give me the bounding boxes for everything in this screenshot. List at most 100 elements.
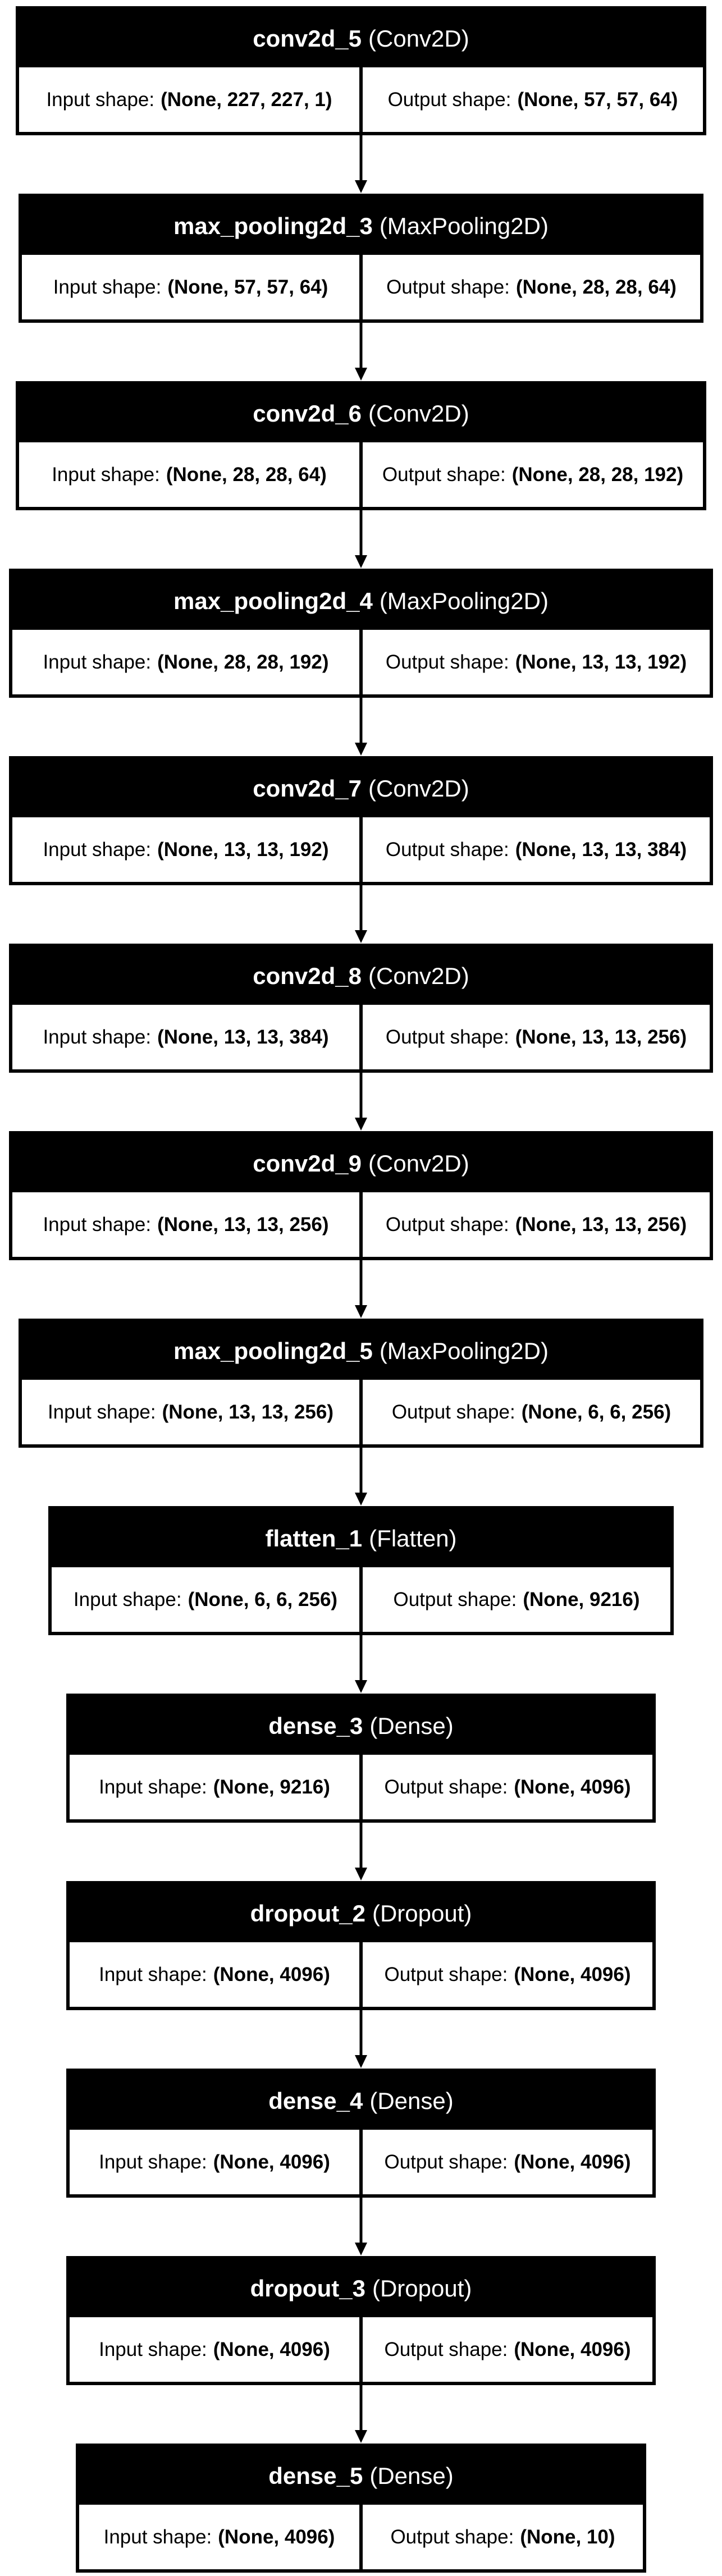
layer-type: (Dropout) (372, 1900, 472, 1927)
layer-shapes: Input shape:(None, 13, 13, 192)Output sh… (12, 817, 710, 882)
layer-shapes: Input shape:(None, 4096) Output shape: (No… (79, 2505, 643, 2569)
output-shape-label: Output shape: (384, 1776, 508, 1798)
layer-type: (Dense) (369, 2462, 454, 2489)
input-shape-cell: Input shape:(None, 28, 28, 64) (19, 442, 359, 507)
output-shape-cell: Output shape: (None, 57, 57, 64) (359, 67, 703, 132)
input-shape-label: Input shape: (47, 1401, 156, 1423)
input-shape-label: Input shape: (43, 651, 152, 673)
layer-name: conv2d_6 (253, 400, 362, 427)
layer-type: (Conv2D) (368, 775, 469, 802)
layer-node-conv2d_9: conv2d_9(Conv2D)Input shape:(None, 13, 1… (9, 1131, 713, 1260)
output-shape-value: (None, 4096) (514, 2151, 631, 2173)
input-shape-value: (None, 28, 28, 192) (157, 651, 329, 673)
input-shape-value: (None, 6, 6, 256) (188, 1588, 338, 1610)
output-shape-value: (None, 4096) (514, 2338, 631, 2360)
layer-shapes: Input shape:(None, 57, 57, 64)Output sha… (22, 255, 700, 319)
output-shape-label: Output shape: (384, 2151, 508, 2173)
output-shape-value: (None, 57, 57, 64) (517, 88, 678, 111)
layer-shapes: Input shape: (None, 227, 227, 1) Output sh… (19, 67, 703, 132)
input-shape-label: Input shape: (43, 1026, 152, 1048)
layer-shapes: Input shape:(None, 4096)Output shape:(No… (70, 2130, 652, 2194)
output-shape-cell: Output shape:(None, 13, 13, 256) (359, 1005, 710, 1069)
output-shape-value: (None, 4096) (514, 1963, 631, 1985)
input-shape-value: (None, 227, 227, 1) (161, 88, 332, 111)
layer-header: dense_4(Dense) (70, 2072, 652, 2130)
edge-arrowhead (355, 1305, 367, 1318)
output-shape-value: (None, 28, 28, 64) (515, 276, 677, 298)
input-shape-value: (None, 9216) (213, 1776, 330, 1798)
layer-type: (Dense) (369, 2087, 454, 2114)
output-shape-cell: Output shape:(None, 13, 13, 192) (359, 630, 710, 694)
output-shape-label: Output shape: (387, 88, 511, 111)
edge-arrowhead (355, 555, 367, 568)
layer-type: (Conv2D) (368, 400, 469, 427)
input-shape-value: (None, 4096) (213, 2151, 330, 2173)
layer-node-conv2d_6: conv2d_6(Conv2D)Input shape:(None, 28, 2… (16, 381, 706, 510)
input-shape-cell: Input shape:(None, 9216) (70, 1755, 359, 1819)
output-shape-value: (None, 13, 13, 384) (515, 838, 687, 861)
edge-arrowhead (355, 1868, 367, 1880)
input-shape-cell: Input shape:(None, 4096) (79, 2505, 359, 2569)
input-shape-label: Input shape: (46, 88, 155, 111)
input-shape-cell: Input shape: (None, 227, 227, 1) (19, 67, 359, 132)
layer-name: dropout_2 (250, 1900, 365, 1927)
layer-shapes: Input shape:(None, 13, 13, 384)Output sh… (12, 1005, 710, 1069)
input-shape-value: (None, 13, 13, 256) (162, 1401, 334, 1423)
output-shape-value: (None, 13, 13, 192) (515, 651, 687, 673)
edge-arrowhead (355, 1118, 367, 1131)
layer-header: conv2d_9(Conv2D) (12, 1134, 710, 1192)
edge-arrowhead (355, 930, 367, 943)
output-shape-cell: Output shape:(None, 28, 28, 64) (359, 255, 700, 319)
edge-arrowhead (355, 180, 367, 193)
output-shape-value: (None, 28, 28, 192) (511, 463, 684, 486)
layer-header: conv2d_5(Conv2D) (19, 10, 703, 67)
layer-name: dropout_3 (250, 2275, 365, 2302)
output-shape-cell: Output shape: (None, 13, 13, 384) (359, 817, 710, 882)
input-shape-cell: Input shape:(None, 13, 13, 384) (12, 1005, 359, 1069)
input-shape-cell: Input shape: (None, 13, 13, 256) (22, 1380, 359, 1444)
edge-arrowhead (355, 2055, 367, 2068)
layer-name: max_pooling2d_5 (173, 1337, 373, 1364)
output-shape-label: Output shape: (385, 1026, 509, 1048)
input-shape-cell: Input shape:(None, 28, 28, 192) (12, 630, 359, 694)
layer-header: dropout_3(Dropout) (70, 2259, 652, 2317)
output-shape-cell: Output shape:(None, 4096) (359, 2317, 652, 2382)
edge-arrowhead (355, 368, 367, 381)
output-shape-label: Output shape: (390, 2525, 514, 2548)
output-shape-cell: Output shape:(None, 6, 6, 256) (359, 1380, 700, 1444)
output-shape-cell: Output shape:(None, 4096) (359, 1755, 652, 1819)
output-shape-value: (None, 10) (520, 2525, 615, 2548)
edge-arrowhead (355, 743, 367, 756)
input-shape-cell: Input shape:(None, 57, 57, 64) (22, 255, 359, 319)
input-shape-label: Input shape: (43, 1213, 152, 1236)
layer-shapes: Input shape:(None, 6, 6, 256)Output shap… (52, 1567, 670, 1632)
layer-header: conv2d_6(Conv2D) (19, 385, 703, 442)
output-shape-cell: Output shape:(None, 13, 13, 256) (359, 1192, 710, 1257)
layer-type: (MaxPooling2D) (379, 1337, 549, 1364)
layer-type: (Conv2D) (368, 962, 469, 989)
layer-name: max_pooling2d_3 (173, 212, 373, 239)
input-shape-value: (None, 4096) (213, 1963, 330, 1985)
output-shape-label: Output shape: (385, 1213, 509, 1236)
layer-name: dense_5 (268, 2462, 363, 2489)
input-shape-cell: Input shape:(None, 4096) (70, 2317, 359, 2382)
layer-header: dropout_2 (Dropout) (70, 1884, 652, 1942)
layer-name: conv2d_9 (253, 1150, 362, 1177)
layer-type: (Conv2D) (368, 25, 469, 52)
input-shape-label: Input shape: (99, 2338, 207, 2360)
layer-header: max_pooling2d_3(MaxPooling2D) (22, 197, 700, 255)
layer-node-dense_4: dense_4(Dense)Input shape:(None, 4096)Ou… (66, 2069, 656, 2198)
layer-node-dropout_2: dropout_2 (Dropout) Input shape:(None, 409… (66, 1881, 656, 2010)
layer-shapes: Input shape:(None, 4096)Output shape:(No… (70, 1942, 652, 2007)
input-shape-cell: Input shape:(None, 13, 13, 192) (12, 817, 359, 882)
output-shape-label: Output shape: (385, 838, 509, 861)
layer-name: conv2d_8 (253, 962, 362, 989)
layer-type: (Conv2D) (368, 1150, 469, 1177)
output-shape-value: (None, 9216) (523, 1588, 640, 1610)
layer-header: flatten_1(Flatten) (52, 1509, 670, 1567)
output-shape-cell: Output shape:(None, 4096) (359, 1942, 652, 2007)
output-shape-cell: Output shape:(None, 9216) (359, 1567, 670, 1632)
layer-header: max_pooling2d_4(MaxPooling2D) (12, 572, 710, 630)
input-shape-label: Input shape: (52, 463, 160, 486)
